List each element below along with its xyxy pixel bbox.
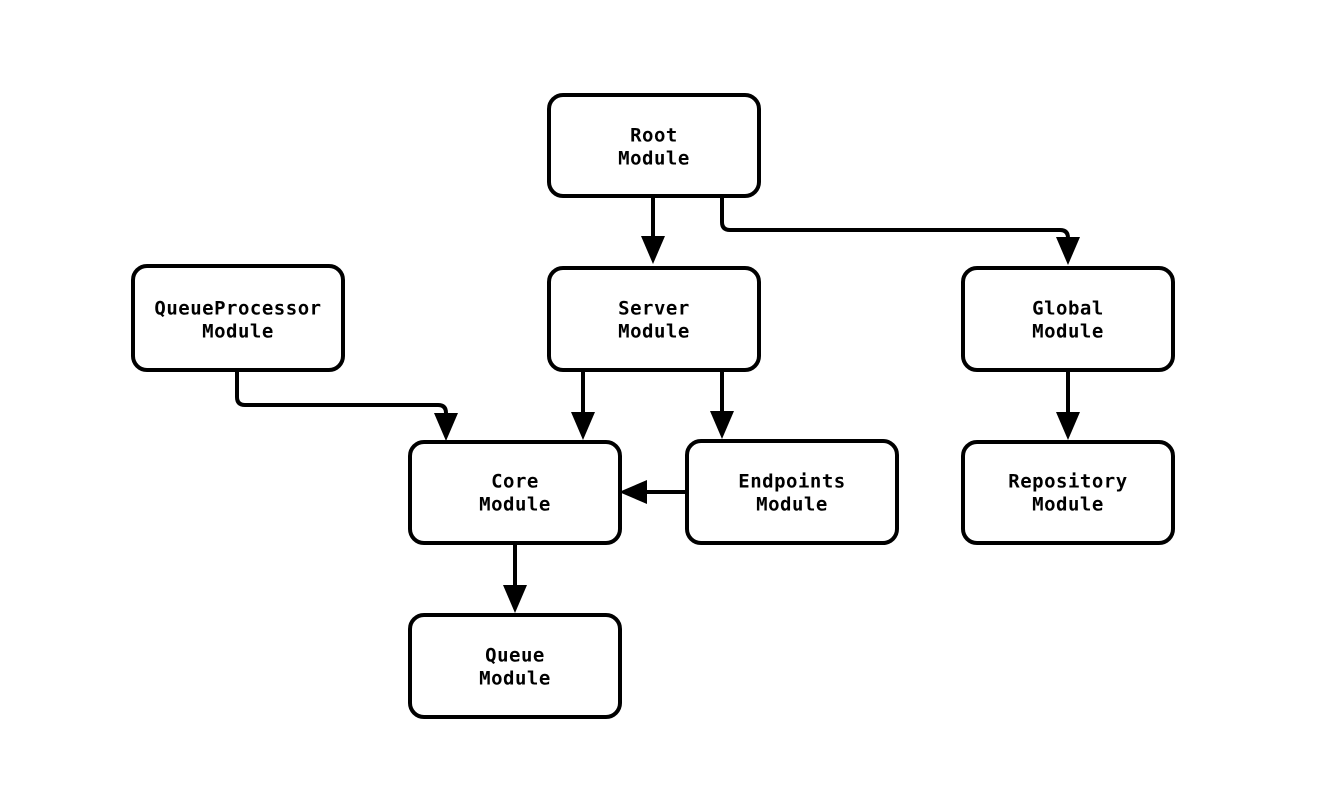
node-root-module[interactable]: Root Module — [547, 93, 761, 198]
edge-root-to-global — [720, 196, 1080, 265]
arrow-head-icon — [503, 585, 527, 613]
edge-global-to-repository — [1056, 370, 1080, 440]
node-label-line1: Root — [630, 125, 678, 147]
node-label-line1: QueueProcessor — [154, 298, 321, 320]
node-label-line1: Repository — [1008, 471, 1127, 493]
node-repository-module[interactable]: Repository Module — [961, 440, 1175, 545]
node-queueprocessor-module[interactable]: QueueProcessor Module — [131, 264, 345, 372]
node-endpoints-module[interactable]: Endpoints Module — [685, 439, 899, 545]
node-label-line2: Module — [1032, 494, 1104, 516]
edge-server-to-endpoints — [710, 370, 734, 439]
node-label-line1: Queue — [485, 645, 545, 667]
edge-root-to-server — [641, 196, 665, 264]
edge-queueprocessor-to-core — [235, 370, 458, 441]
node-box[interactable] — [961, 440, 1175, 545]
node-global-module[interactable]: Global Module — [961, 266, 1175, 372]
arrow-head-icon — [619, 480, 647, 504]
edge-line — [720, 196, 1070, 242]
node-label-line1: Server — [618, 298, 690, 320]
node-label-line2: Module — [618, 148, 690, 170]
node-box[interactable] — [547, 266, 761, 372]
node-box[interactable] — [131, 264, 345, 372]
node-queue-module[interactable]: Queue Module — [408, 613, 622, 719]
node-label-line2: Module — [479, 668, 551, 690]
edge-line — [235, 370, 448, 418]
node-label-line2: Module — [202, 321, 274, 343]
node-label-line2: Module — [618, 321, 690, 343]
edge-core-to-queue — [503, 543, 527, 613]
arrow-head-icon — [641, 236, 665, 264]
node-box[interactable] — [685, 439, 899, 545]
node-label-line1: Endpoints — [738, 471, 845, 493]
node-box[interactable] — [408, 440, 622, 545]
node-label-line1: Core — [491, 471, 539, 493]
arrow-head-icon — [1056, 412, 1080, 440]
node-box[interactable] — [961, 266, 1175, 372]
node-server-module[interactable]: Server Module — [547, 266, 761, 372]
arrow-head-icon — [434, 413, 458, 441]
node-label-line1: Global — [1032, 298, 1104, 320]
node-box[interactable] — [547, 93, 761, 198]
edge-endpoints-to-core — [619, 480, 687, 504]
node-label-line2: Module — [479, 494, 551, 516]
arrow-head-icon — [710, 411, 734, 439]
arrow-head-icon — [571, 412, 595, 440]
node-core-module[interactable]: Core Module — [408, 440, 622, 545]
arrow-head-icon — [1056, 237, 1080, 265]
edge-server-to-core — [571, 370, 595, 440]
node-label-line2: Module — [756, 494, 828, 516]
node-label-line2: Module — [1032, 321, 1104, 343]
node-box[interactable] — [408, 613, 622, 719]
